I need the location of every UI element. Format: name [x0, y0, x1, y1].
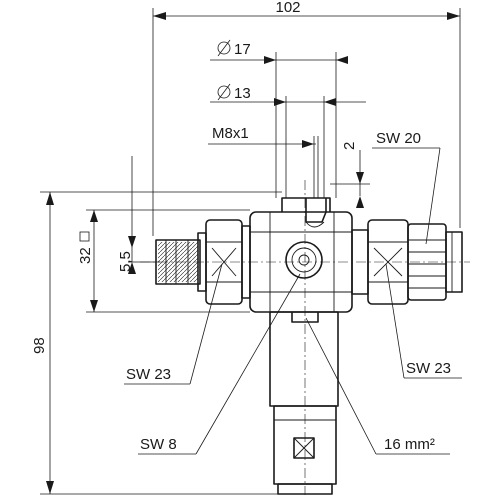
dimension-diameter-17: 17	[210, 39, 348, 198]
diameter-13-symbol	[217, 85, 231, 99]
offset-2-label: 2	[341, 142, 358, 150]
dimension-square-32: 32	[77, 209, 250, 313]
central-body	[249, 197, 353, 323]
dimension-98: 98	[31, 191, 282, 495]
height-98-label: 98	[31, 337, 48, 354]
square-symbol	[79, 231, 90, 242]
connector-body	[140, 180, 470, 495]
dimension-13-label: 13	[234, 85, 251, 102]
callout-sw20: SW 20	[372, 130, 441, 245]
sw8-screw	[285, 241, 323, 279]
dimension-offset-5-5: 5,5	[117, 156, 160, 274]
callout-sw23-right: SW 23	[385, 263, 462, 379]
callout-sw8: SW 8	[138, 273, 301, 455]
ground-cable-leg	[269, 311, 339, 495]
right-connector-sw20	[407, 223, 463, 301]
callout-sw23-left: SW 23	[124, 263, 223, 385]
cross-section-label: 16 mm²	[384, 436, 435, 453]
right-hex-nut	[351, 219, 409, 305]
sw20-label: SW 20	[376, 130, 421, 147]
dimension-diameter-13: 13	[210, 83, 366, 198]
dimension-17-label: 17	[234, 41, 251, 58]
dimension-thread-m8x1: M8x1	[208, 125, 319, 198]
left-hex-nut	[205, 219, 251, 305]
sw23-right-label: SW 23	[406, 360, 451, 377]
callout-16mm2: 16 mm²	[305, 317, 450, 455]
square-32-label: 32	[77, 247, 94, 264]
diameter-17-symbol	[217, 41, 231, 55]
sw8-label: SW 8	[140, 436, 177, 453]
offset-5-5-label: 5,5	[117, 251, 134, 272]
left-connector-tip	[155, 232, 207, 292]
dimension-102-label: 102	[275, 0, 300, 16]
dimension-102: 102	[152, 0, 461, 236]
sw23-left-label: SW 23	[126, 366, 171, 383]
dimension-offset-2: 2	[330, 142, 370, 208]
thread-label: M8x1	[212, 125, 249, 142]
